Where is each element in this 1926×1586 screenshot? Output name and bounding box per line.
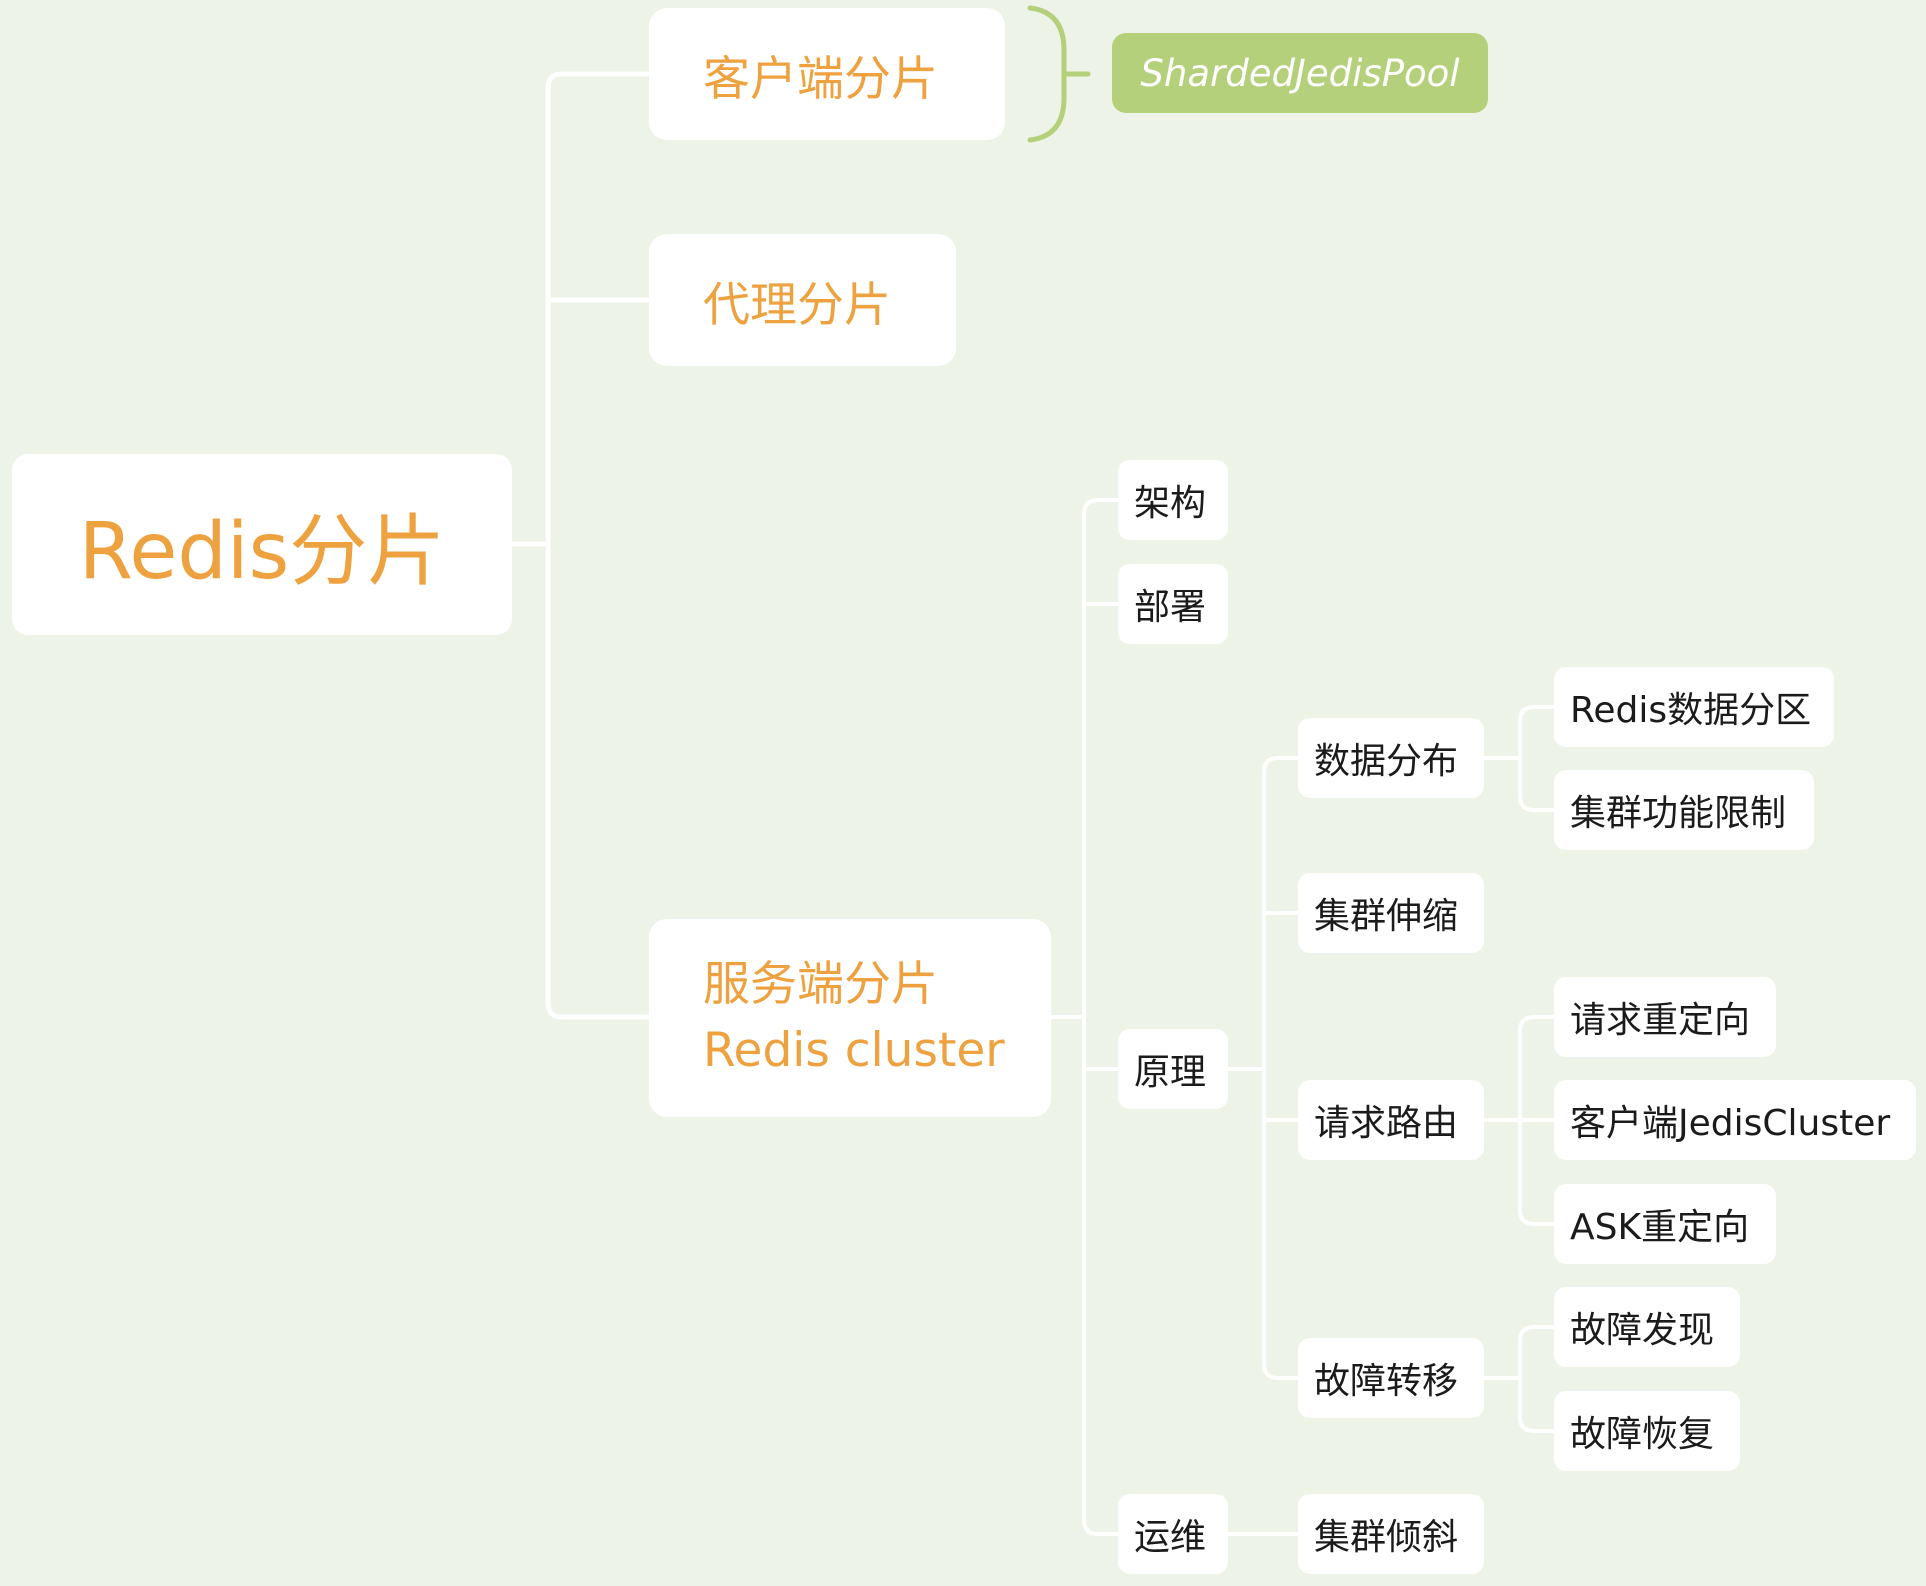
node-ops[interactable]: 运维 bbox=[1118, 1494, 1228, 1574]
deploy-label: 部署 bbox=[1134, 587, 1207, 628]
node-client-jediscluster[interactable]: 客户端JedisCluster bbox=[1554, 1080, 1916, 1160]
link-root-branch-0 bbox=[545, 71, 652, 547]
link-root-branch-2 bbox=[545, 541, 652, 1020]
link-routing-branch-0 bbox=[1518, 1015, 1556, 1122]
tag-label: ShardedJedisPool bbox=[1140, 51, 1460, 95]
node-proxy-shard[interactable]: 代理分片 bbox=[649, 234, 956, 366]
root-label: Redis分片 bbox=[78, 506, 446, 597]
server-shard-line2: Redis cluster bbox=[703, 1023, 1005, 1078]
request-routing-label: 请求路由 bbox=[1314, 1103, 1459, 1144]
fault-recovery-label: 故障恢复 bbox=[1570, 1414, 1715, 1455]
node-fault-recovery[interactable]: 故障恢复 bbox=[1554, 1391, 1740, 1471]
node-redis-partition[interactable]: Redis数据分区 bbox=[1554, 667, 1834, 747]
node-fault-detection[interactable]: 故障发现 bbox=[1554, 1287, 1740, 1367]
root-node[interactable]: Redis分片 bbox=[12, 454, 512, 635]
node-arch[interactable]: 架构 bbox=[1118, 460, 1228, 540]
arch-label: 架构 bbox=[1134, 483, 1207, 524]
cluster-scaling-label: 集群伸缩 bbox=[1314, 896, 1459, 937]
node-failover[interactable]: 故障转移 bbox=[1298, 1338, 1484, 1418]
node-deploy[interactable]: 部署 bbox=[1118, 564, 1228, 644]
node-request-redirect[interactable]: 请求重定向 bbox=[1554, 977, 1776, 1057]
client-shard-label: 客户端分片 bbox=[703, 51, 938, 107]
node-principle[interactable]: 原理 bbox=[1118, 1029, 1228, 1109]
node-data-distribution[interactable]: 数据分布 bbox=[1298, 718, 1484, 798]
node-client-shard[interactable]: 客户端分片 bbox=[649, 8, 1005, 140]
proxy-shard-label: 代理分片 bbox=[703, 277, 891, 333]
link-data-dist-branch-1 bbox=[1518, 756, 1556, 812]
cluster-limits-label: 集群功能限制 bbox=[1570, 793, 1787, 834]
link-principle-branch-0 bbox=[1262, 756, 1300, 1071]
ops-label: 运维 bbox=[1134, 1517, 1207, 1558]
fault-detection-label: 故障发现 bbox=[1570, 1310, 1715, 1351]
request-redirect-label: 请求重定向 bbox=[1570, 1000, 1751, 1041]
tag-sharded-jedis-pool[interactable]: ShardedJedisPool bbox=[1112, 33, 1488, 113]
link-data-dist-branch-0 bbox=[1518, 705, 1556, 760]
principle-label: 原理 bbox=[1134, 1052, 1207, 1093]
link-principle-branch-3 bbox=[1262, 1067, 1300, 1380]
data-distribution-label: 数据分布 bbox=[1314, 741, 1459, 782]
link-server-branch-3 bbox=[1082, 1015, 1120, 1536]
node-request-routing[interactable]: 请求路由 bbox=[1298, 1080, 1484, 1160]
ask-redirect-label: ASK重定向 bbox=[1570, 1207, 1750, 1248]
node-cluster-scaling[interactable]: 集群伸缩 bbox=[1298, 873, 1484, 953]
node-server-shard[interactable]: 服务端分片 Redis cluster bbox=[649, 919, 1051, 1117]
link-failover-branch-1 bbox=[1518, 1376, 1556, 1433]
redis-partition-label: Redis数据分区 bbox=[1570, 690, 1812, 731]
cluster-skew-label: 集群倾斜 bbox=[1314, 1517, 1459, 1558]
summary-brace bbox=[1027, 5, 1067, 143]
node-ask-redirect[interactable]: ASK重定向 bbox=[1554, 1184, 1776, 1264]
node-cluster-skew[interactable]: 集群倾斜 bbox=[1298, 1494, 1484, 1574]
link-failover-branch-0 bbox=[1518, 1325, 1556, 1380]
node-cluster-limits[interactable]: 集群功能限制 bbox=[1554, 770, 1814, 850]
client-jediscluster-label: 客户端JedisCluster bbox=[1570, 1103, 1891, 1144]
link-server-branch-0 bbox=[1082, 498, 1120, 1019]
failover-label: 故障转移 bbox=[1314, 1361, 1459, 1402]
server-shard-line1: 服务端分片 bbox=[703, 957, 938, 1012]
link-routing-branch-2 bbox=[1518, 1118, 1556, 1226]
